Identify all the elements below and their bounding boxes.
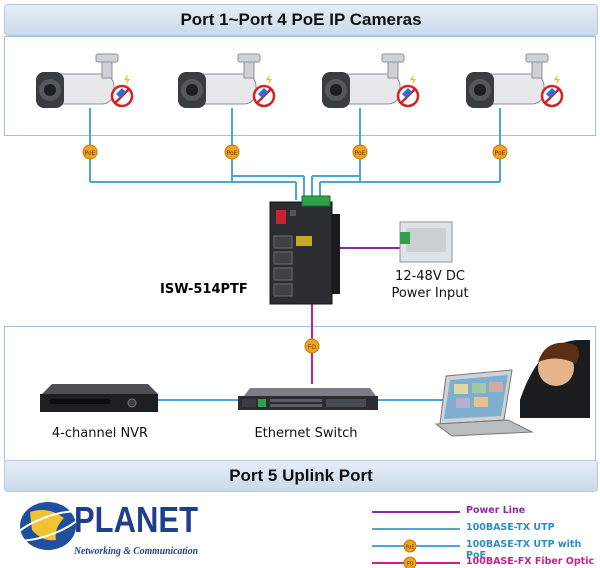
poe-badge: PoE bbox=[352, 144, 368, 160]
poe-badge: PoE bbox=[82, 144, 98, 160]
legend-label-utp-poe: 100BASE-TX UTP with PoE bbox=[466, 539, 582, 561]
poe-badge: PoE bbox=[224, 144, 240, 160]
poe-badge: PoE bbox=[492, 144, 508, 160]
svg-text:PoE: PoE bbox=[405, 545, 414, 551]
dc-power-supply bbox=[399, 221, 453, 263]
bottom-banner-title: Port 5 Uplink Port bbox=[229, 466, 373, 485]
legend-label-fiber: 100BASE-FX Fiber Optic bbox=[466, 556, 595, 567]
svg-text:PoE: PoE bbox=[227, 150, 238, 157]
nvr-device bbox=[40, 384, 158, 412]
ip-camera-1 bbox=[36, 53, 134, 108]
top-banner: Port 1~Port 4 PoE IP Cameras bbox=[4, 4, 598, 36]
legend-label-power-line: Power Line bbox=[466, 505, 526, 516]
bottom-banner: Port 5 Uplink Port bbox=[4, 460, 598, 492]
svg-text:PoE: PoE bbox=[85, 150, 96, 157]
svg-text:PoE: PoE bbox=[495, 150, 506, 157]
ethernet-switch-device bbox=[238, 388, 378, 410]
ethernet-switch-label: Ethernet Switch bbox=[254, 426, 358, 441]
legend: PoE FO bbox=[372, 511, 460, 568]
ip-camera-3 bbox=[322, 53, 420, 108]
svg-text:PoE: PoE bbox=[355, 150, 366, 157]
laptop-user bbox=[434, 340, 590, 437]
planet-logo bbox=[14, 502, 82, 550]
logo-wordmark: PLANET bbox=[74, 499, 198, 540]
ip-camera-2 bbox=[178, 53, 276, 108]
legend-label-utp: 100BASE-TX UTP bbox=[466, 522, 555, 533]
top-banner-title: Port 1~Port 4 PoE IP Cameras bbox=[180, 10, 422, 29]
svg-text:FO: FO bbox=[308, 344, 316, 351]
fiber-badge: FO bbox=[304, 338, 320, 354]
ip-camera-4 bbox=[466, 53, 564, 108]
power-input-label: 12-48V DC Power Input bbox=[391, 269, 469, 301]
nvr-label: 4-channel NVR bbox=[51, 426, 149, 441]
industrial-switch bbox=[269, 195, 340, 305]
switch-model-label: ISW-514PTF bbox=[160, 282, 248, 297]
logo-tagline: Networking & Communication bbox=[73, 546, 198, 557]
svg-text:FO: FO bbox=[407, 562, 414, 568]
